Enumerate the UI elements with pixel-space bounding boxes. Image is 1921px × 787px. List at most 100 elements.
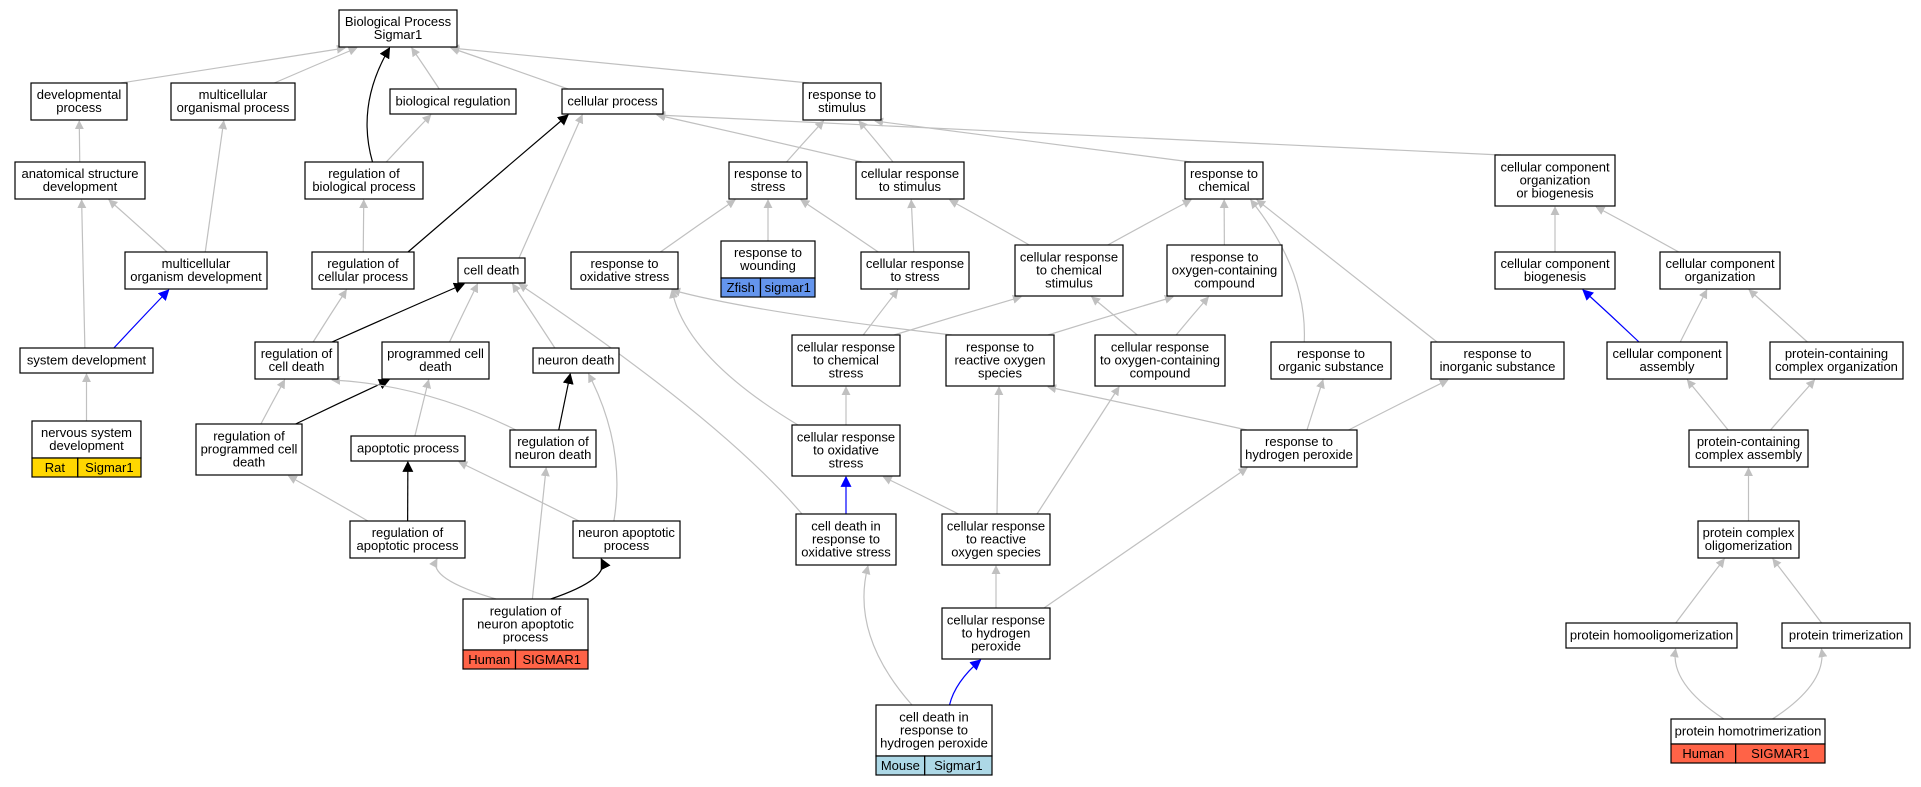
go-term-neurondeath[interactable]: neuron death xyxy=(532,347,620,374)
edge-is_a-cellproc-to-bp xyxy=(450,46,569,90)
edge-is_a-celldeath-to-cellproc xyxy=(518,114,584,259)
go-term-celldeath[interactable]: cell death xyxy=(457,257,526,284)
term-label-line: to stimulus xyxy=(879,179,942,194)
edge-is_a-regcell-to-regbio xyxy=(359,199,369,253)
term-box xyxy=(791,334,901,387)
go-term-sysdev[interactable]: system development xyxy=(19,347,154,374)
term-label-line: development xyxy=(49,438,124,453)
species-label: Human xyxy=(1682,746,1724,761)
term-label-line: hydrogen peroxide xyxy=(880,736,988,751)
gene-label: Sigmar1 xyxy=(85,460,133,475)
edge-is_a-apop-to-pcd xyxy=(414,379,432,437)
term-box xyxy=(350,435,466,462)
term-label-line: organization xyxy=(1520,173,1591,188)
term-label-line: cellular response xyxy=(797,340,895,355)
term-box xyxy=(124,251,268,290)
edge-is_a-cellrespstim-to-respstim xyxy=(858,120,894,163)
edge-is_a-nap-to-neurondeath xyxy=(588,373,618,522)
edge-is_a-regpcd-to-regcd xyxy=(260,379,286,425)
go-term-apop[interactable]: apoptotic process xyxy=(350,435,466,462)
term-label-line: inorganic substance xyxy=(1440,359,1556,374)
term-box xyxy=(802,82,882,121)
term-box xyxy=(728,161,808,200)
edge-regulates-regpcd-to-pcd xyxy=(295,379,390,425)
edge-is_a-respstim-to-bp xyxy=(450,44,810,84)
term-box xyxy=(30,82,128,121)
edge-is_a-cellrespoxcomp-to-respoxcomp xyxy=(1175,296,1209,336)
term-label-line: cellular response xyxy=(797,430,895,445)
term-label-line: cellular process xyxy=(318,269,409,284)
go-term-bioreg[interactable]: biological regulation xyxy=(389,88,517,115)
go-term-cellproc[interactable]: cellular process xyxy=(561,88,664,115)
term-box xyxy=(720,240,816,279)
edge-is_a-cellrespstress-to-cellrespstim xyxy=(907,199,917,253)
term-label-line: cell death in xyxy=(811,519,880,534)
term-box xyxy=(349,520,466,559)
term-box xyxy=(304,161,424,200)
term-box xyxy=(195,423,303,476)
term-label-line: protein complex xyxy=(1703,525,1795,540)
term-box xyxy=(561,88,664,115)
go-term-trimer[interactable]: protein trimerization xyxy=(1781,622,1911,649)
edge-is_a-cellrespros-to-cellrespox xyxy=(882,476,959,515)
term-box xyxy=(1606,341,1728,380)
term-box xyxy=(509,429,597,468)
term-label-line: system development xyxy=(27,353,147,368)
edge-is_a-pcassembly-to-pcorg xyxy=(1770,379,1816,431)
term-label-line: to oxygen-containing xyxy=(1100,353,1220,368)
go-term-homoolig[interactable]: protein homooligomerization xyxy=(1565,622,1738,649)
term-label-line: cellular response xyxy=(947,613,1045,628)
term-label-line: chemical xyxy=(1198,179,1249,194)
term-label-line: response to xyxy=(1190,166,1258,181)
term-label-line: species xyxy=(978,366,1023,381)
term-label-line: apoptotic process xyxy=(357,441,459,456)
edge-is_a-neurondeath-to-celldeath xyxy=(512,283,556,349)
term-box xyxy=(1688,429,1809,468)
edge-is_a-cellrespstim-to-cellproc xyxy=(656,112,863,163)
